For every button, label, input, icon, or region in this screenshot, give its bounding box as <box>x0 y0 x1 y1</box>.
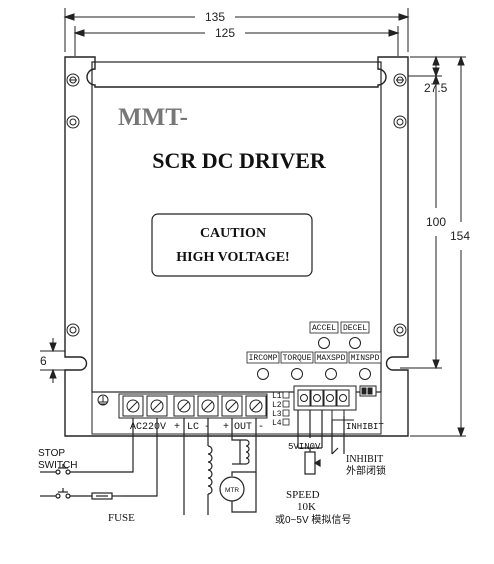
term-label-plus-2: + <box>223 422 229 433</box>
stop-switch-label-1: STOP <box>38 448 65 459</box>
pot-labels: ACCEL DECEL IRCOMP TORQUE MAXSPD MINSPD <box>246 321 382 364</box>
led-l2-icon <box>282 400 290 408</box>
dim-hole-width: 125 <box>215 26 235 40</box>
screw-low-right-icon <box>393 323 407 337</box>
external-wiring <box>40 410 345 515</box>
term-label-out: OUT <box>234 422 252 433</box>
led-label-l2: L2 <box>272 401 282 410</box>
pot-label-maxspd: MAXSPD <box>317 354 346 363</box>
signal-terminal-screw-icon[interactable] <box>336 389 350 407</box>
dim-hole-height: 100 <box>426 215 446 229</box>
power-terminal-screw-icon[interactable] <box>197 395 219 417</box>
signal-terminal-screw-icon[interactable] <box>310 389 324 407</box>
dim-overall-width: 135 <box>205 10 225 24</box>
fuse-label: FUSE <box>108 512 135 524</box>
led-label-l1: L1 <box>272 392 282 401</box>
led-indicators: L1 L2 L3 L4 <box>272 392 282 428</box>
caution-line-1: CAUTION <box>200 226 266 241</box>
power-terminal-screw-icon[interactable] <box>146 395 168 417</box>
pot-ircomp-icon[interactable] <box>257 368 269 380</box>
inhibit-label-2: 外部闭锁 <box>346 464 386 477</box>
pot-label-minspd: MINSPD <box>351 354 380 363</box>
power-terminal-block <box>118 393 268 419</box>
led-l1-icon <box>282 391 290 399</box>
pot-label-decel: DECEL <box>343 324 367 333</box>
speed-label-1: SPEED <box>286 489 320 501</box>
dim-slot-width: 6 <box>40 354 47 368</box>
screw-low-left-icon <box>66 323 80 337</box>
term-label-plus-1: + <box>174 422 180 433</box>
signal-terminal-block <box>293 385 357 411</box>
pot-label-accel: ACCEL <box>312 324 336 333</box>
wiring-labels: STOP SWITCH <box>38 448 77 471</box>
dim-top-offset: 27.5 <box>424 81 448 95</box>
power-terminal-screw-icon[interactable] <box>245 395 267 417</box>
terminal-labels: AC220V + LC - + OUT - <box>130 422 264 433</box>
dimension-labels: 135 125 27.5 100 154 6 <box>40 10 470 368</box>
pot-label-torque: TORQUE <box>283 354 312 363</box>
led-label-l4: L4 <box>272 419 282 428</box>
ground-symbol-icon <box>97 394 109 406</box>
pot-decel-icon[interactable] <box>349 337 361 349</box>
mounting-screws <box>66 73 407 337</box>
caution-line-2: HIGH VOLTAGE! <box>176 250 289 265</box>
pot-accel-icon[interactable] <box>318 337 330 349</box>
pot-minspd-icon[interactable] <box>359 368 371 380</box>
screw-top-right-icon <box>393 73 407 87</box>
brand-label: MMT- <box>118 104 188 131</box>
led-l3-icon <box>282 409 290 417</box>
signal-terminal-screw-icon[interactable] <box>323 389 337 407</box>
screw-top-left-icon <box>66 73 80 87</box>
dim-overall-height: 154 <box>450 229 470 243</box>
term-label-minus-1: - <box>204 422 210 433</box>
board-title: SCR DC DRIVER <box>152 148 327 173</box>
term-label-lc: LC <box>187 422 199 433</box>
caution-box <box>151 213 313 277</box>
power-terminal-screw-icon[interactable] <box>122 395 144 417</box>
inhibit-label-1: INHIBIT <box>346 454 383 465</box>
pot-knobs <box>257 337 371 380</box>
term-label-ac220v: AC220V <box>130 422 166 433</box>
term-label-minus-2: - <box>258 422 264 433</box>
motor-icon: MTR <box>225 487 239 494</box>
led-label-l3: L3 <box>272 410 282 419</box>
speed-label-3: 或0~5V 模拟信号 <box>275 513 351 526</box>
screw-mid-left-icon <box>66 115 80 129</box>
signal-jumper <box>359 385 377 397</box>
speed-label-2: 10K <box>297 501 316 513</box>
stop-switch-label-2: SWITCH <box>38 460 77 471</box>
inhibit-board-label: INHIBIT <box>346 422 384 432</box>
pot-maxspd-icon[interactable] <box>325 368 337 380</box>
pot-label-ircomp: IRCOMP <box>249 354 278 363</box>
power-terminal-screw-icon[interactable] <box>221 395 243 417</box>
pot-torque-icon[interactable] <box>291 368 303 380</box>
speed-pin-label: 5VIN0V <box>288 442 321 452</box>
signal-terminal-screw-icon[interactable] <box>297 389 311 407</box>
screw-mid-right-icon <box>393 115 407 129</box>
power-terminal-screw-icon[interactable] <box>173 395 195 417</box>
led-l4-icon <box>282 418 290 426</box>
